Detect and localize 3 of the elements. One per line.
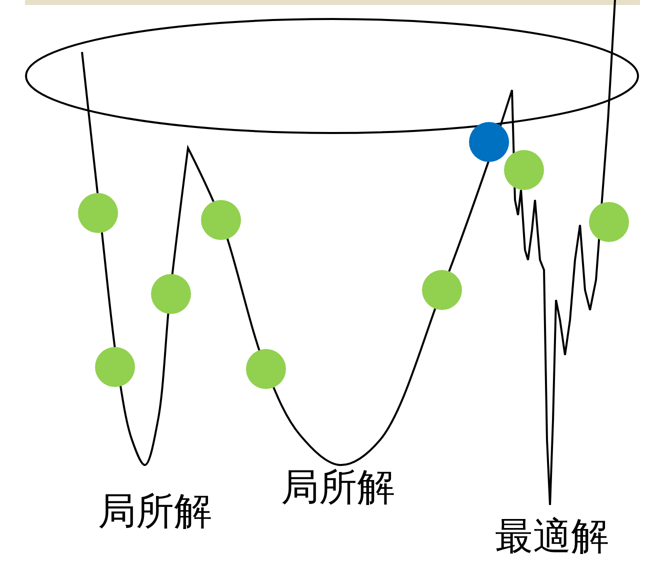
solution-label: 局所解 (98, 492, 212, 530)
solution-label: 最適解 (495, 517, 609, 555)
solution-label: 局所解 (281, 468, 395, 506)
